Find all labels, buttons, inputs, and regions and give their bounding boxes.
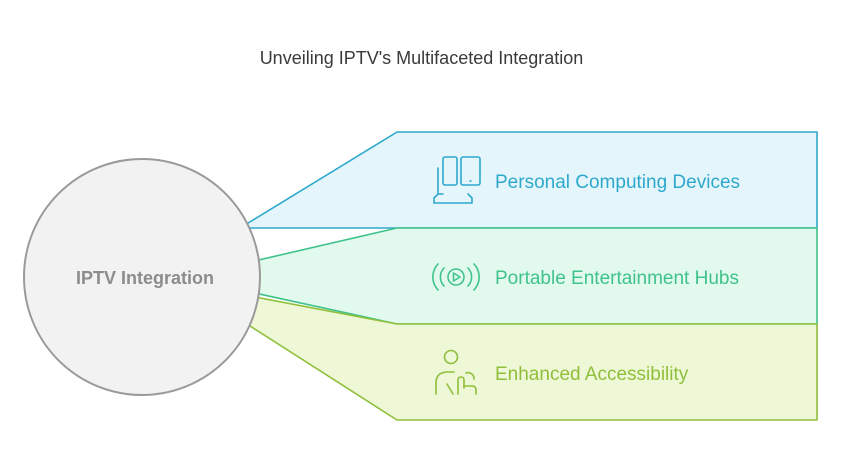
devices-icon bbox=[433, 156, 481, 204]
band-portable-entertainment-hubs: Portable Entertainment Hubs bbox=[249, 227, 818, 325]
band-3-label: Enhanced Accessibility bbox=[495, 364, 689, 385]
diagram-title: Unveiling IPTV's Multifaceted Integratio… bbox=[259, 48, 584, 68]
center-circle bbox=[23, 158, 261, 396]
band-2-label: Portable Entertainment Hubs bbox=[495, 268, 739, 289]
accessibility-touch-icon bbox=[435, 349, 477, 395]
center-node: IPTV Integration bbox=[23, 158, 261, 396]
band-1-label: Personal Computing Devices bbox=[495, 172, 740, 193]
play-broadcast-icon bbox=[432, 263, 480, 291]
center-label: IPTV Integration bbox=[76, 268, 214, 288]
band-personal-computing-devices: Personal Computing Devices bbox=[239, 131, 818, 229]
